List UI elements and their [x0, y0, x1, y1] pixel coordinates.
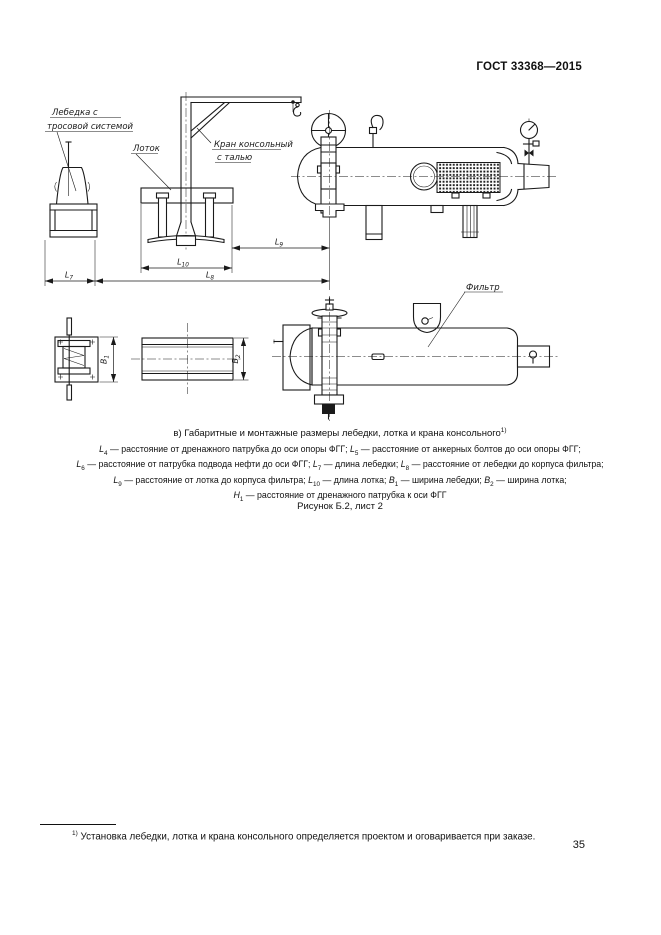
dim-label-b1: B1 — [100, 355, 111, 364]
crane-tray-front-view: Лоток Кран консольный с талью — [131, 92, 302, 250]
label-filter: Фильтр — [466, 283, 500, 293]
mounting-plate — [282, 324, 311, 391]
dim-label-l7: L7 — [65, 271, 73, 282]
footnote: 1) Установка лебедки, лотка и крана конс… — [40, 828, 600, 843]
definition-line: L4 — расстояние от дренажного патрубка д… — [99, 444, 581, 457]
definition-line: L6 — расстояние от патрубка подвода нефт… — [76, 459, 604, 473]
dim-label-b2: B2 — [231, 354, 242, 364]
leader-crane — [196, 127, 212, 144]
figure-number: Рисунок Б.2, лист 2 — [297, 501, 383, 512]
leader-winch — [56, 131, 77, 192]
leader-tray — [135, 153, 172, 191]
winch-top-view: B1 — [54, 317, 118, 401]
label-crane-line2: с талью — [217, 153, 252, 163]
small-fitting — [291, 100, 295, 104]
figure-caption: в) Габаритные и монтажные размеры лебедк… — [30, 427, 650, 439]
label-winch-line1: Лебедка с — [51, 108, 98, 118]
definitions-block: L4 — расстояние от дренажного патрубка д… — [20, 444, 660, 505]
technical-drawing: Лебедка с тросовой системой — [44, 92, 560, 421]
caption-footnote-ref: 1) — [500, 427, 507, 434]
filter-front-view — [291, 100, 558, 241]
doc-number: ГОСТ 33368—2015 — [476, 61, 582, 73]
label-crane-line1: Кран консольный — [214, 140, 293, 150]
crane-hook — [292, 106, 302, 117]
perforated-grid — [436, 162, 501, 193]
caption-text: в) Габаритные и монтажные размеры лебедк… — [173, 428, 501, 440]
dim-label-l8: L8 — [206, 271, 214, 282]
dim-label-l10: L10 — [177, 258, 189, 269]
label-winch-line2: тросовой системой — [47, 122, 134, 132]
support-leg — [462, 204, 478, 239]
footnote-text: Установка лебедки, лотка и крана консоль… — [77, 831, 536, 843]
crane-pulley — [295, 102, 300, 108]
closure-column — [320, 136, 337, 214]
label-tray: Лоток — [132, 144, 161, 154]
valve — [524, 149, 534, 157]
footnote-marker: 1) — [72, 830, 78, 837]
page-number: 35 — [572, 839, 585, 851]
winch-front-view: Лебедка с тросовой системой — [45, 108, 134, 238]
definition-line: L9 — расстояние от лотка до корпуса филь… — [113, 474, 567, 488]
filter-top-view: Фильтр — [272, 283, 560, 421]
top-bracket — [412, 302, 442, 334]
filter-shell — [311, 327, 519, 386]
dim-label-l9: L9 — [275, 238, 283, 249]
footnote-rule — [40, 824, 116, 825]
leader-filter — [427, 291, 466, 348]
definition-line: H1 — расстояние от дренажного патрубка к… — [233, 490, 447, 503]
tray-top-view: B2 — [131, 323, 249, 394]
hook — [370, 114, 384, 131]
dimension-lines: L7 L8 L9 L10 — [44, 204, 330, 290]
support-leg — [365, 204, 383, 241]
